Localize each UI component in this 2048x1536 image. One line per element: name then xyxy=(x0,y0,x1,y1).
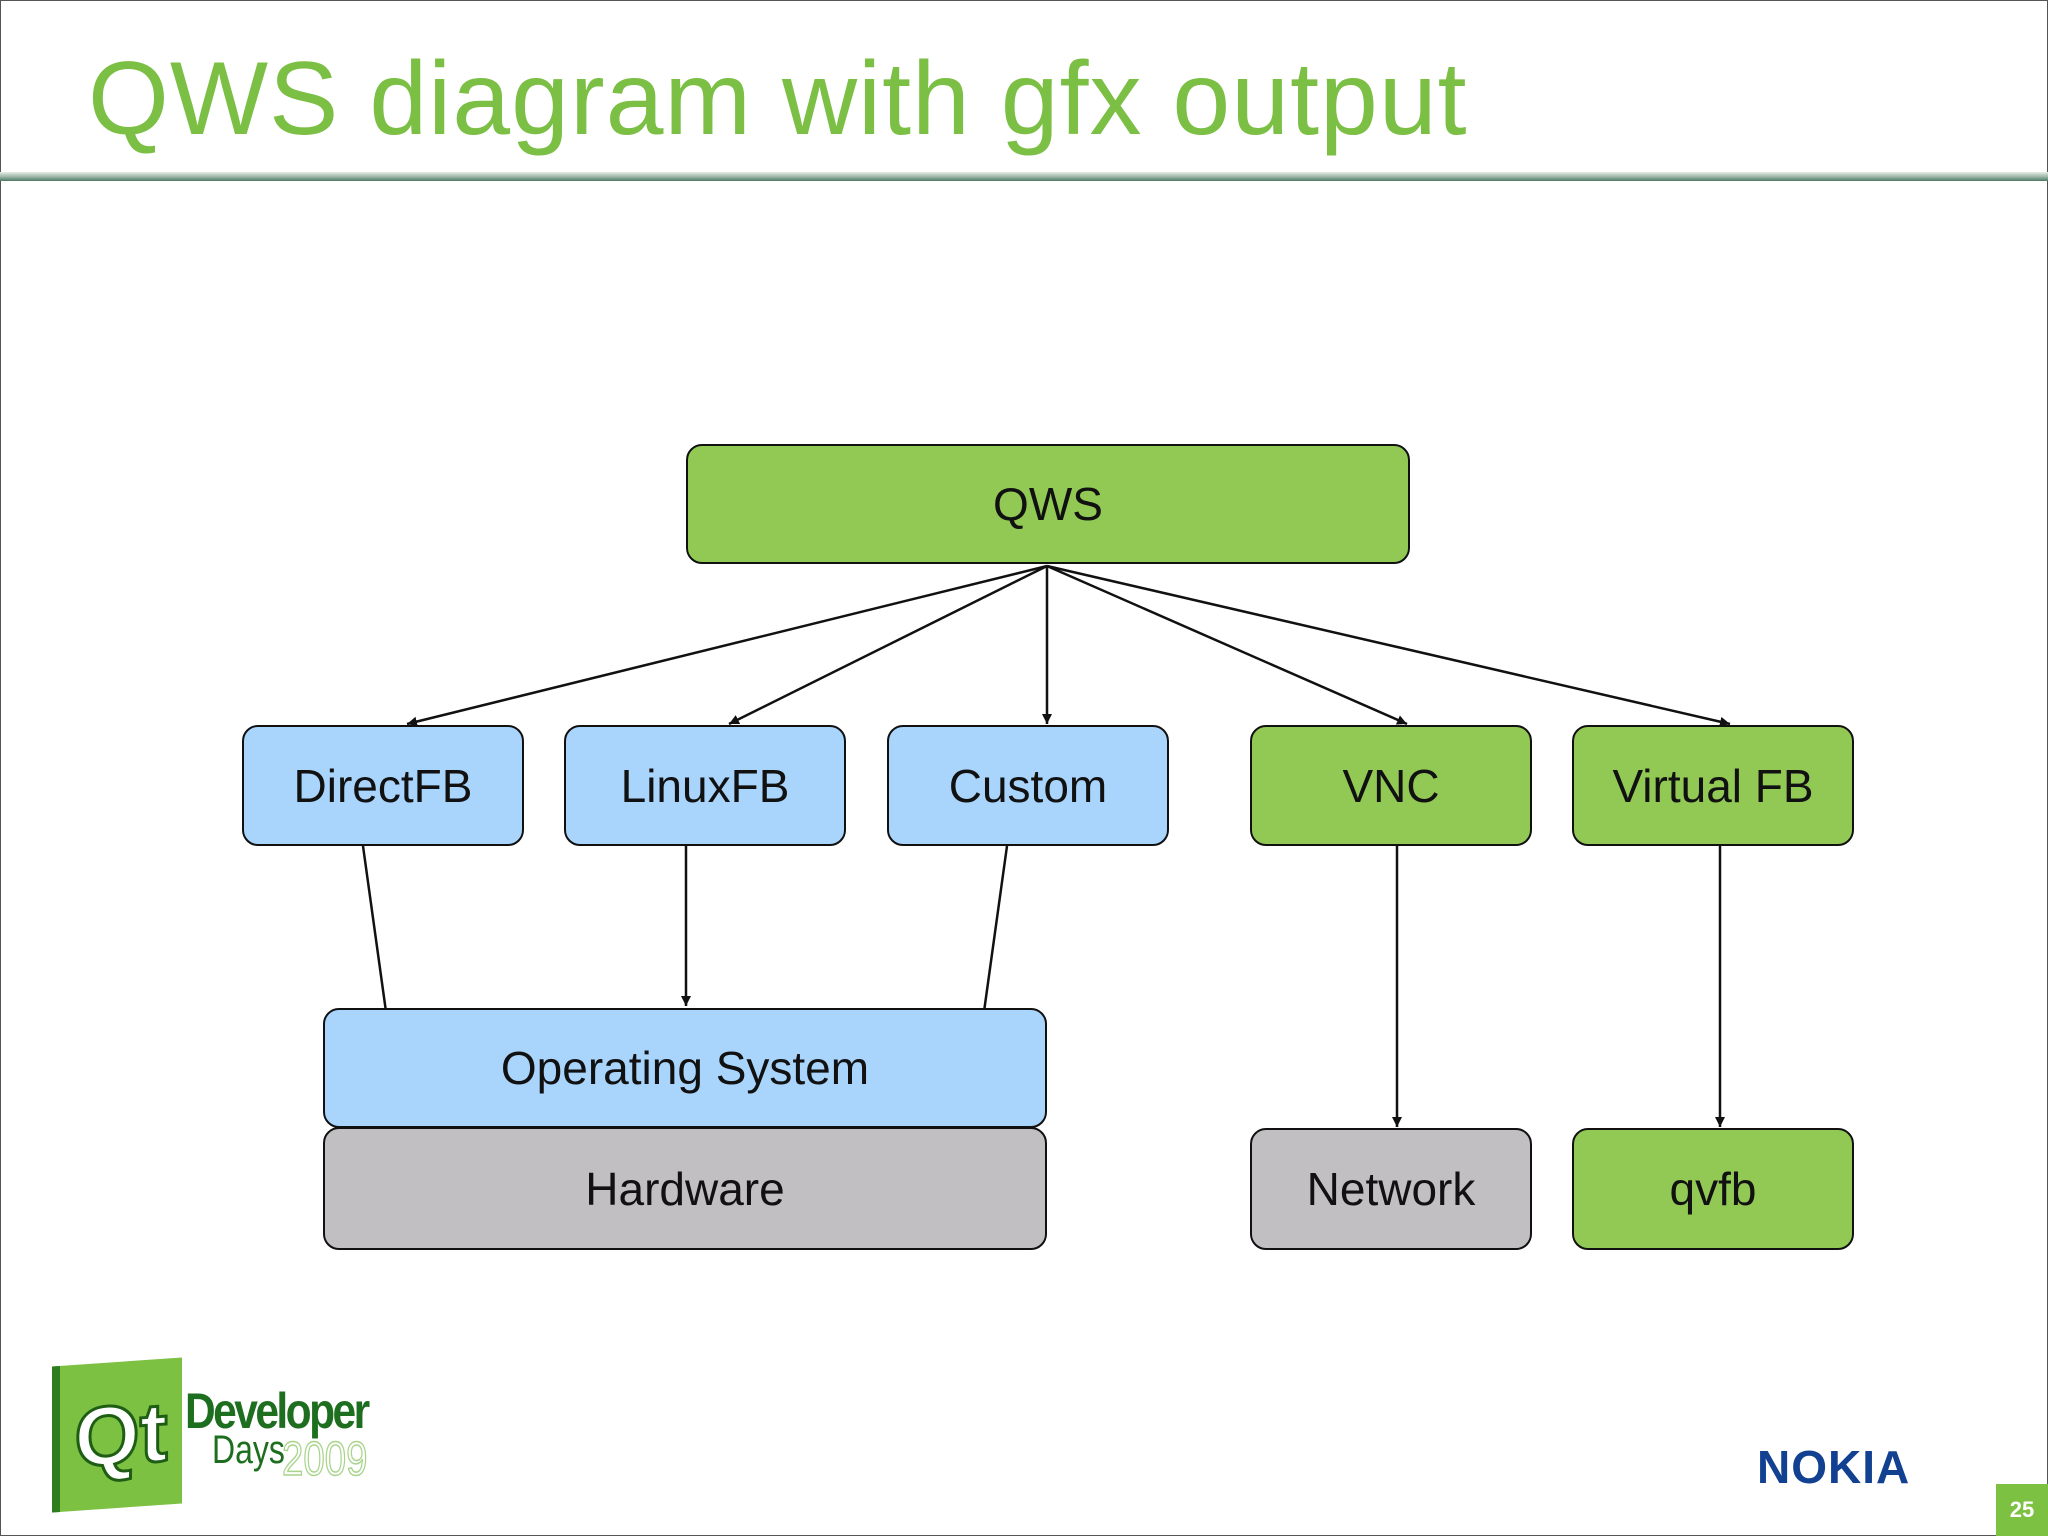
logo-developer-text: Developer xyxy=(185,1383,370,1439)
node-custom: Custom xyxy=(887,725,1169,846)
node-vnc: VNC xyxy=(1250,725,1532,846)
node-network: Network xyxy=(1250,1128,1532,1250)
page-number: 25 xyxy=(1996,1484,2048,1536)
node-qws: QWS xyxy=(686,444,1410,564)
logo-days-text: Days xyxy=(212,1428,285,1472)
slide-title: QWS diagram with gfx output xyxy=(88,41,1468,157)
qt-logo: Qt xyxy=(52,1357,182,1513)
nokia-logo: NOKIA xyxy=(1757,1441,1911,1493)
node-directfb: DirectFB xyxy=(242,725,524,846)
header-divider xyxy=(0,172,2048,181)
node-qvfb: qvfb xyxy=(1572,1128,1854,1250)
node-virtual-fb: Virtual FB xyxy=(1572,725,1854,846)
node-hardware: Hardware xyxy=(323,1127,1047,1250)
node-operating-system: Operating System xyxy=(323,1008,1047,1128)
logo-year-text: 2009 xyxy=(281,1432,368,1487)
node-linuxfb: LinuxFB xyxy=(564,725,846,846)
